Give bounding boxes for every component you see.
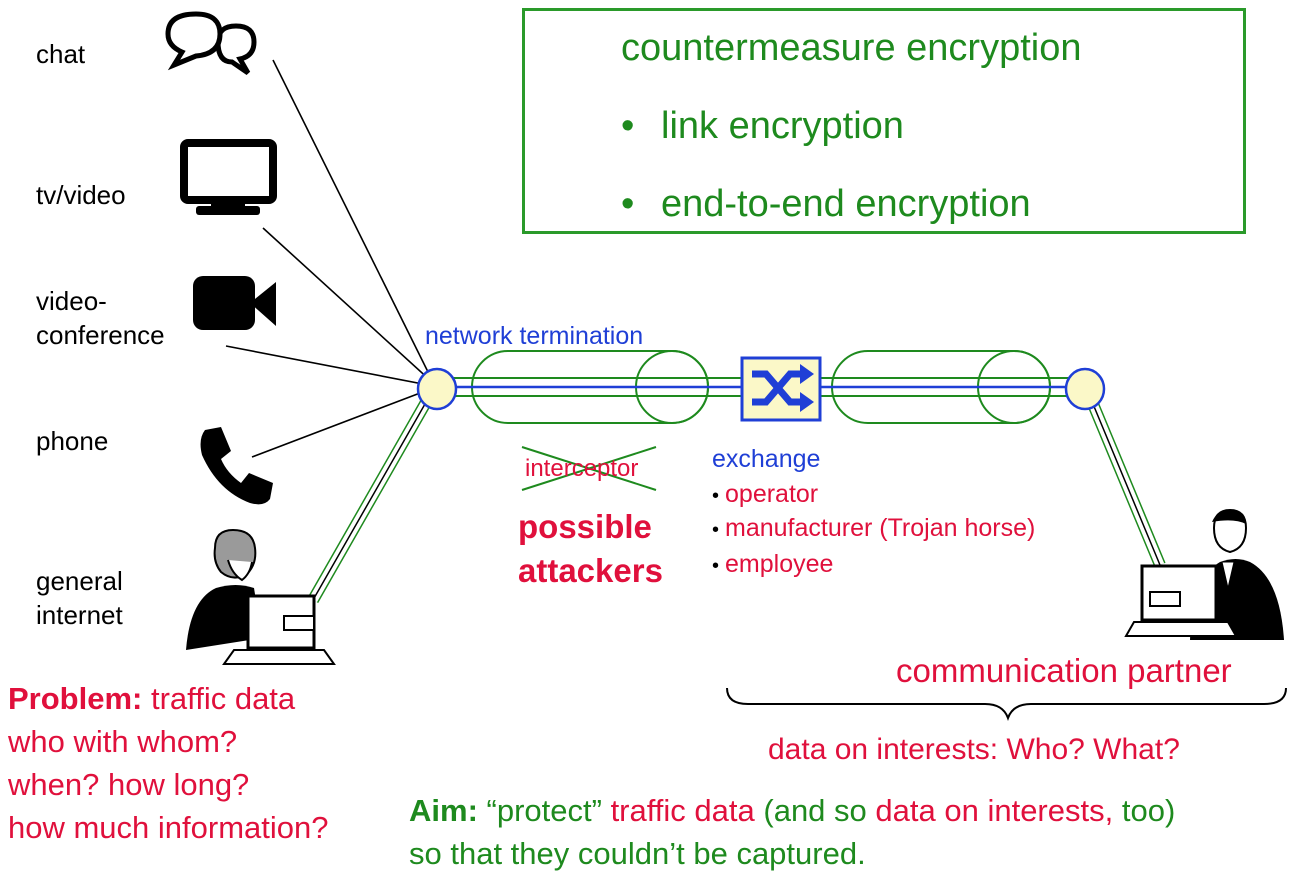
label-phone: phone [36, 426, 109, 456]
network-termination-label: network termination [425, 322, 644, 350]
data-on-interests-label: data on interests: Who? What? [768, 733, 1180, 766]
exchange-label: exchange [712, 445, 821, 473]
label-videoconference-line2: conference [36, 320, 165, 350]
video-camera-icon [193, 276, 276, 330]
countermeasure-item-end-to-end: •end-to-end encryption [621, 183, 1031, 225]
network-termination-node-right [1064, 367, 1106, 411]
phone-icon [200, 427, 273, 505]
exchange-item-operator: •operator [712, 480, 819, 508]
service-connectors [225, 59, 433, 458]
label-tv-video: tv/video [36, 180, 126, 210]
aim-block: Aim: “protect” traffic data (and so data… [409, 793, 1176, 871]
chat-icon [165, 11, 257, 76]
network-termination-node-left [416, 367, 458, 411]
problem-block: Problem: traffic data who with whom? whe… [8, 681, 329, 845]
monitor-icon [180, 139, 277, 215]
countermeasure-title: countermeasure encryption [621, 27, 1082, 69]
label-chat: chat [36, 39, 86, 69]
left-access-line [307, 387, 439, 603]
user-at-computer-icon-left [186, 528, 336, 665]
communication-partner-label: communication partner [896, 652, 1232, 689]
label-internet-line2: internet [36, 600, 123, 630]
exchange-shuffle-icon [740, 356, 822, 422]
trunk-line [437, 377, 1085, 397]
possible-attackers-label: possible attackers [518, 508, 663, 589]
label-internet-line1: general [36, 566, 123, 596]
countermeasure-box: countermeasure encryption •link encrypti… [522, 8, 1246, 234]
interceptor-cross [521, 446, 657, 491]
label-videoconference-line1: video- [36, 286, 107, 316]
exchange-item-manufacturer: •manufacturer (Trojan horse) [712, 514, 1036, 542]
interceptor-label: interceptor [525, 455, 639, 482]
right-access-line [1082, 389, 1166, 568]
exchange-item-employee: •employee [712, 550, 834, 578]
user-at-computer-icon-right [1124, 508, 1284, 640]
countermeasure-item-link: •link encryption [621, 105, 904, 147]
partner-brace [726, 687, 1287, 721]
